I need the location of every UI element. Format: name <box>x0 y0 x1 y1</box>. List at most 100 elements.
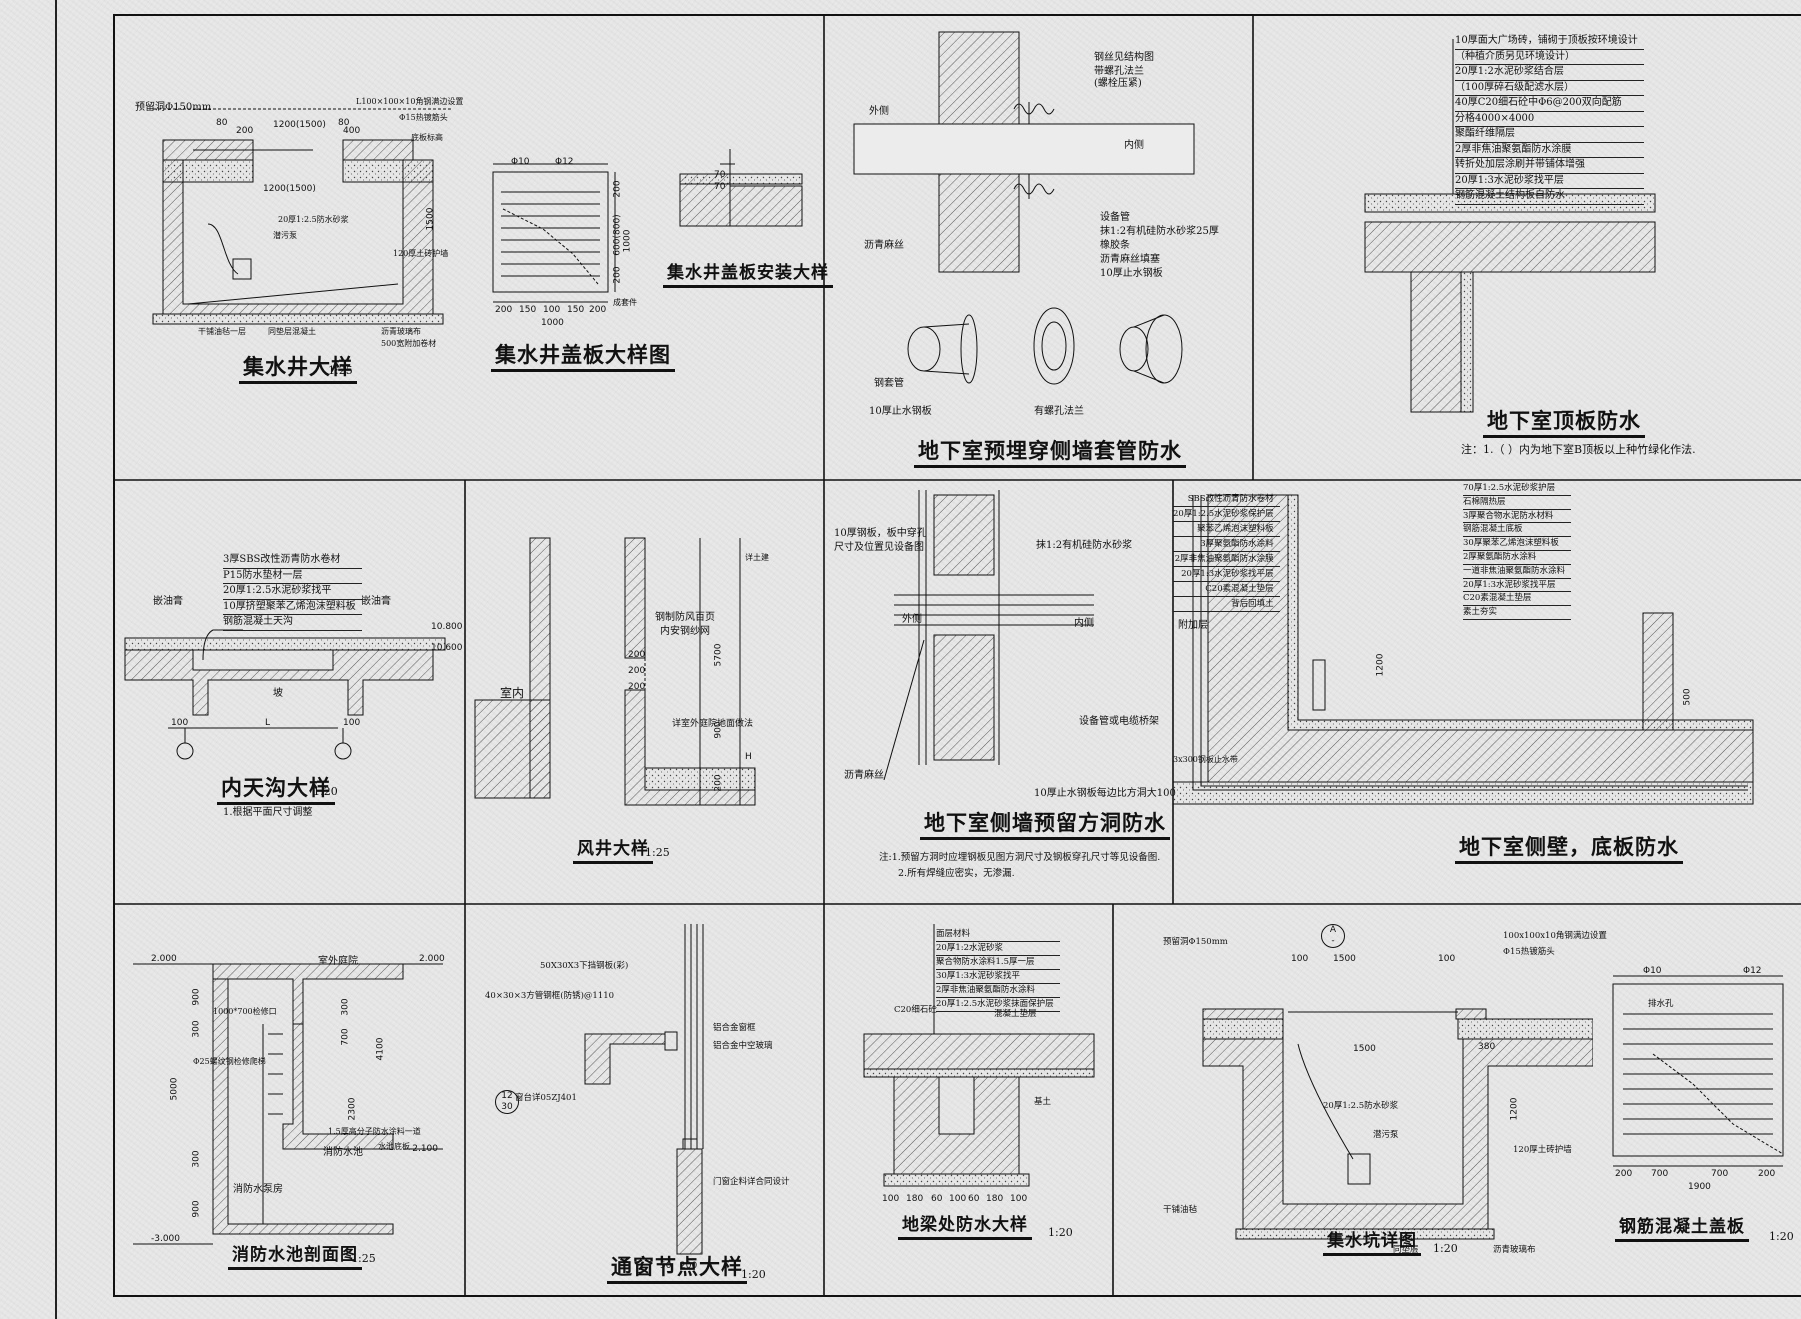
label: 基土 <box>1034 1097 1052 1107</box>
dim: 200 <box>713 774 724 792</box>
layer: 2厚非焦油聚氨酯防水涂膜 <box>1173 552 1280 567</box>
layer: 3厚聚合物水泥防水材料 <box>1463 510 1572 524</box>
wall-opening-note: 注:1.预留方洞时应埋钢板见图方洞尺寸及钢板穿孔尺寸等见设备图. <box>879 852 1161 863</box>
label: 10厚钢板，板中穿孔 <box>834 528 927 539</box>
label: 干铺油毡 <box>1163 1205 1198 1215</box>
label: 门窗企料详合同设计 <box>713 1177 790 1187</box>
dim: 60 <box>931 1194 943 1204</box>
panel-fire-pool: 室外庭院 2.000 2.000 1000*700检修口 Φ25螺纹钢检修爬梯 … <box>113 904 465 1297</box>
label: 120厚土砖护墙 <box>1513 1145 1572 1155</box>
side-wall-right-layers: 70厚1:2.5水泥砂浆护层 石棉隔热层 3厚聚合物水泥防水材料 钢筋混凝土底板… <box>1463 482 1572 620</box>
label: 嵌油膏 <box>153 596 183 607</box>
dim: 100 <box>1291 954 1309 964</box>
label: 沥青麻丝填塞 <box>1100 254 1160 265</box>
dim: Φ12 <box>1743 966 1762 976</box>
label: 沥青玻璃布 <box>381 327 421 336</box>
side-wall-title: 地下室侧壁，底板防水 <box>1455 834 1683 864</box>
label: 内安钢纱网 <box>660 626 710 637</box>
label: 沥青麻丝 <box>864 240 904 251</box>
wall-opening-title: 地下室侧墙预留方洞防水 <box>920 810 1170 840</box>
label: 消防水泵房 <box>233 1184 283 1195</box>
dim: 5000 <box>169 1077 180 1101</box>
panel-rc-cover: Φ10 Φ12 排水孔 200 700 700 200 1900 钢筋混凝土盖板… <box>1593 904 1801 1297</box>
dim: 2300 <box>347 1097 358 1121</box>
label: Φ25螺纹钢检修爬梯 <box>193 1057 266 1066</box>
dim: -2.100 <box>409 1144 439 1154</box>
layer: 30厚1:3水泥砂浆找平 <box>936 970 1060 984</box>
label: 10厚止水钢板 <box>869 406 932 417</box>
dim: 200 <box>589 305 607 315</box>
fire-pool-title: 消防水池剖面图 <box>228 1244 362 1270</box>
layer: （种植介质另见环境设计） <box>1455 50 1644 65</box>
label: 混凝土垫层 <box>994 1009 1037 1019</box>
label: 室内 <box>500 686 525 700</box>
label: 外侧 <box>902 614 922 625</box>
binding-margin-line <box>55 0 57 1319</box>
dim: 150 <box>519 305 537 315</box>
label: 消防水池 <box>323 1147 363 1158</box>
sump-cover-title: 集水井盖板大样图 <box>491 342 675 372</box>
dim: Φ12 <box>555 157 574 167</box>
sleeve-drawing <box>853 31 1195 385</box>
panel-sleeve: 钢丝见结构图 带螺孔法兰 (螺栓压紧) 外侧 内侧 沥青麻丝 设备管 抹1:2有… <box>824 14 1253 480</box>
panel-ground-beam: 面层材料 20厚1:2水泥砂浆 聚合物防水涂料1.5厚一层 30厚1:3水泥砂浆… <box>824 904 1113 1297</box>
ground-beam-layer-list: 面层材料 20厚1:2水泥砂浆 聚合物防水涂料1.5厚一层 30厚1:3水泥砂浆… <box>936 928 1060 1012</box>
side-wall-drawing <box>1173 494 1754 805</box>
dim: 70 <box>714 182 726 192</box>
sump-detail-drawing <box>1202 1008 1593 1240</box>
dim: 80 <box>338 118 350 128</box>
dim: 1500 <box>425 207 436 231</box>
layer: P15防水垫材一层 <box>223 569 362 584</box>
dim: 10.800 <box>431 622 463 632</box>
label: 详土建 <box>745 553 769 562</box>
air-shaft-scale: 1:25 <box>645 846 670 859</box>
label: 尺寸及位置见设备图 <box>834 542 924 553</box>
side-wall-left-layers: SBS改性沥青防水卷材 20厚1:2.5水泥砂浆保护层 聚苯乙烯泡沫塑料板 3厚… <box>1173 492 1280 612</box>
layer: 背后回填土 <box>1173 597 1280 612</box>
label: 同垫层 <box>1393 1245 1419 1255</box>
layer: 聚酯纤维隔层 <box>1455 127 1644 143</box>
sump-cover-install-title: 集水井盖板安装大样 <box>663 262 833 288</box>
dim: 60 <box>968 1194 980 1204</box>
dim: -3.000 <box>151 1234 181 1244</box>
dim: 200 <box>612 266 623 284</box>
label: 抹1:2有机硅防水砂浆 <box>1036 540 1133 551</box>
layer: SBS改性沥青防水卷材 <box>1173 492 1280 507</box>
label: C20细石砼 <box>894 1005 937 1015</box>
dim: 70 <box>714 170 726 180</box>
label: 潜污泵 <box>1373 1130 1399 1140</box>
dim: 700 <box>1711 1169 1729 1179</box>
dim: 900 <box>713 721 724 739</box>
roof-slab-layer-list: 10厚面大广场砖，铺砌于顶板按环境设计 （种植介质另见环境设计） 20厚1:2水… <box>1455 34 1644 205</box>
layer: 20厚1:3水泥砂浆找平层 <box>1173 567 1280 582</box>
label: 橡胶条 <box>1100 240 1130 251</box>
sleeve-title: 地下室预埋穿侧墙套管防水 <box>914 438 1186 468</box>
dim: 200 <box>680 1261 698 1271</box>
layer: （100厚碎石级配滤水层） <box>1455 81 1644 96</box>
panel-gutter: 3厚SBS改性沥青防水卷材 P15防水垫材一层 20厚1:2.5水泥砂浆找平 1… <box>113 480 465 904</box>
label: 预留洞Φ150mm <box>1163 937 1228 947</box>
detail-marker-A: A- <box>1321 924 1345 948</box>
label: 3x300钢板止水带 <box>1173 755 1238 764</box>
label: 钢丝见结构图 <box>1094 52 1154 63</box>
panel-sump-cover-install: 70 70 集水井盖板安装大样 <box>660 14 833 480</box>
label: 带螺孔法兰 <box>1094 66 1144 77</box>
label: 1.5厚高分子防水涂料一道 <box>328 1127 421 1136</box>
dim: 5700 <box>713 643 724 667</box>
dim: 300 <box>191 1020 202 1038</box>
dim: 200 <box>1758 1169 1776 1179</box>
air-shaft-drawing <box>474 537 756 806</box>
layer: 20厚1:2.5水泥砂浆抹面保护层 <box>936 998 1060 1012</box>
panel-wall-opening: 10厚钢板，板中穿孔 尺寸及位置见设备图 抹1:2有机硅防水砂浆 外侧 内侧 沥… <box>824 480 1176 904</box>
gutter-scale: 1:20 <box>313 785 338 798</box>
dim: H <box>745 752 752 762</box>
rc-cover-title: 钢筋混凝土盖板 <box>1615 1216 1749 1242</box>
label: L100×100×10角钢满边设置 <box>356 97 464 106</box>
label: 预留洞Φ150mm <box>135 102 212 113</box>
panel-air-shaft: 钢制防风百页 内安钢纱网 详室外庭院地面做法 室内 5700 900 200 详… <box>465 480 824 904</box>
ground-beam-title: 地梁处防水大样 <box>898 1214 1032 1240</box>
label: 20厚1:2.5防水砂浆 <box>278 215 349 224</box>
dim: 200 <box>628 682 646 692</box>
layer: 钢筋混凝土天沟 <box>223 615 362 631</box>
layer: 20厚1:2.5水泥砂浆保护层 <box>1173 507 1280 522</box>
